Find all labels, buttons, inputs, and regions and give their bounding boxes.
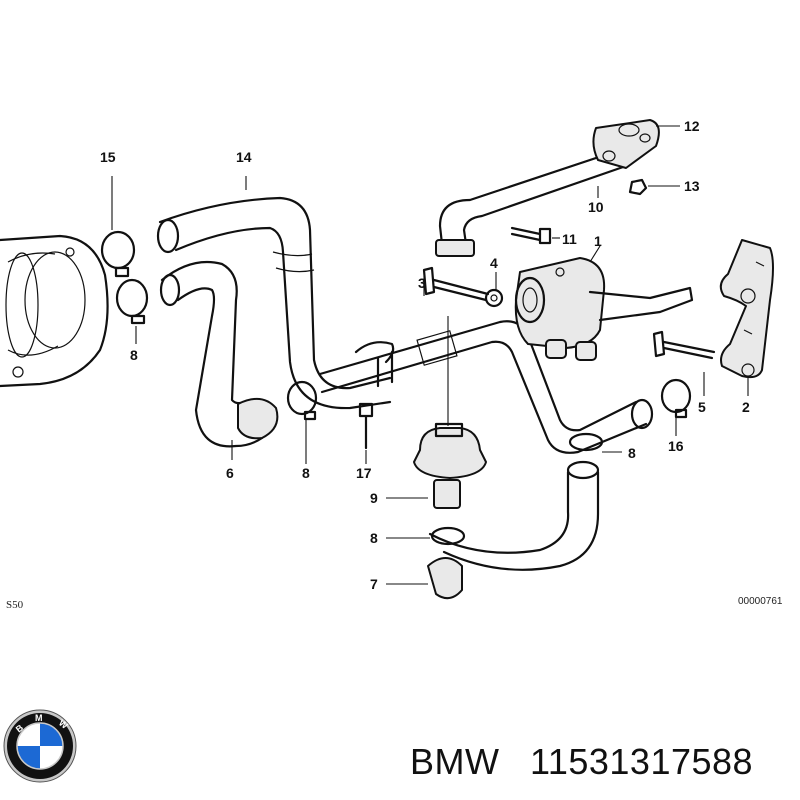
hose-7: [427, 460, 600, 600]
part-caption-brand: BMW: [410, 741, 499, 782]
thermostat-9: [413, 422, 487, 509]
callout-8-right: 8: [628, 445, 636, 461]
clamps: [100, 230, 692, 546]
callout-5: 5: [698, 399, 706, 415]
engine-block: [0, 234, 109, 388]
callout-14: 14: [236, 149, 252, 165]
part-caption-number: 11531317588: [530, 741, 753, 782]
callout-4: 4: [490, 255, 498, 271]
thermostat-housing-1: [514, 257, 694, 361]
leader-lines: [111, 125, 749, 585]
callout-11: 11: [562, 231, 577, 247]
callout-17: 17: [356, 465, 372, 481]
diagram-code-right: 00000761: [738, 596, 783, 607]
callout-6: 6: [226, 465, 234, 481]
svg-text:B: B: [14, 722, 26, 734]
callout-8-lower: 8: [370, 530, 378, 546]
svg-text:M: M: [35, 713, 43, 723]
callout-9: 9: [370, 490, 378, 506]
callout-16: 16: [668, 438, 684, 454]
callout-3: 3: [418, 275, 426, 291]
hose-6: [159, 260, 279, 448]
bmw-logo: B M W: [3, 709, 77, 783]
callout-labels: 1 2 3 4 5 6 7 8 8 8 8 9 10 11 12 13 14 1…: [100, 118, 750, 592]
callout-8-left: 8: [130, 347, 138, 363]
coolant-pipe: [318, 320, 654, 454]
hose-14: [156, 196, 392, 410]
fasteners: [358, 178, 716, 450]
bracket-2: [719, 239, 774, 379]
callout-13: 13: [684, 178, 700, 194]
callout-15: 15: [100, 149, 116, 165]
callout-7: 7: [370, 576, 378, 592]
diagram-code-left: S50: [6, 599, 24, 611]
pipe-10-with-flange: [435, 119, 660, 257]
callout-1: 1: [594, 233, 602, 249]
callout-2: 2: [742, 399, 750, 415]
callout-12: 12: [684, 118, 700, 134]
callout-8-center: 8: [302, 465, 310, 481]
callout-10: 10: [588, 199, 604, 215]
